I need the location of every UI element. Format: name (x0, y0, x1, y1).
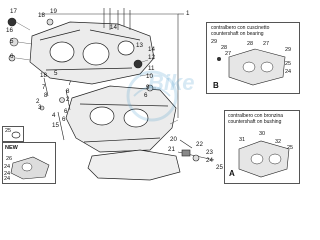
callout-18a: 18 (38, 12, 45, 19)
callout-3: 3 (38, 104, 42, 111)
inset-a-callout-31: 31 (239, 137, 246, 143)
inset-new-callout-24: 24 (4, 164, 11, 170)
inset-a-callout-30: 30 (259, 131, 266, 137)
callout-6a: 6 (10, 53, 14, 60)
drain-group (181, 149, 200, 162)
inset-b-callout-24: 24 (285, 69, 292, 75)
callout-7a: 7 (42, 84, 46, 91)
callout-24a: 24 (206, 157, 213, 164)
callout-7b: 7 (68, 80, 72, 87)
callout-10: 10 (146, 73, 153, 80)
inset-b-callout-25: 25 (285, 61, 292, 67)
seal-parts (7, 17, 154, 111)
callout-22: 22 (196, 141, 203, 148)
inset-a-countershaft-bushing: contralbero con bronzina countershaft on… (224, 110, 300, 184)
callout-17: 17 (10, 8, 17, 15)
inset-a-drawing (238, 140, 290, 178)
inset-b-title-en: countershaft on bearing (211, 31, 264, 37)
inset-a-title-en: countershaft on bushing (228, 119, 282, 125)
callout-6d: 6 (62, 116, 66, 123)
callout-21: 21 (168, 146, 175, 153)
inset-new-callout-24b: 24 (4, 171, 11, 177)
callout-9: 9 (146, 84, 150, 91)
inset-b-drawing (217, 48, 286, 86)
callout-5b: 5 (54, 70, 58, 77)
inset-b-callout-29: 29 (211, 39, 218, 45)
callout-15: 15 (52, 122, 59, 129)
oring-icon (11, 131, 21, 139)
inset-b-callout-27b: 27 (263, 41, 270, 47)
callout-8b: 8 (66, 88, 70, 95)
callout-16: 16 (6, 27, 13, 34)
inset-b-callout-28b: 28 (247, 41, 254, 47)
upper-crankcase (29, 21, 155, 85)
callout-14b: 14 (148, 46, 155, 53)
inset-b-letter: B (213, 81, 219, 90)
bottom-plate (87, 149, 181, 181)
inset-new-label: NEW (5, 145, 18, 151)
callout-2b: 2 (66, 96, 70, 103)
leader-lines (15, 21, 179, 125)
callout-20: 20 (170, 136, 177, 143)
callout-4: 4 (52, 112, 56, 119)
inset-new: NEW 26 24 24 24 (2, 142, 56, 184)
callout-8a: 8 (44, 92, 48, 99)
callout-12: 12 (148, 54, 155, 61)
callout-25: 25 (216, 164, 223, 171)
callout-2a: 2 (36, 98, 40, 105)
callout-19: 19 (50, 8, 57, 15)
inset-new-drawing (10, 156, 50, 180)
inset-b-countershaft-bearing: contralbero con cuscinetto countershaft … (206, 22, 300, 94)
watermark-text: Bike (148, 70, 195, 95)
inset-b-callout-27: 27 (225, 51, 232, 57)
lower-crankcase (65, 85, 177, 153)
callout-6b: 6 (144, 92, 148, 99)
callout-14a: 14 (110, 24, 117, 31)
inset-a-callout-25: 25 (287, 145, 294, 151)
inset-a-callout-32: 32 (275, 139, 282, 145)
callout-6c: 6 (64, 108, 68, 115)
callout-1: 1 (186, 10, 190, 17)
inset-b-title-it: contralbero con cuscinetto (211, 25, 270, 31)
inset-new-callout-26: 26 (6, 156, 13, 162)
inset-new-callout-24c: 24 (4, 176, 11, 182)
callout-13: 13 (136, 42, 143, 49)
callout-11: 11 (148, 65, 155, 72)
watermark (126, 70, 178, 122)
callout-23: 23 (206, 149, 213, 156)
callout-5a: 5 (10, 38, 14, 45)
inset-a-title-it: contralbero con bronzina (228, 113, 284, 119)
inset-a-letter: A (229, 169, 235, 178)
inset-25-label: 25 (5, 128, 12, 134)
inset-part-25: 25 (2, 126, 24, 142)
inset-b-callout-29b: 29 (285, 47, 292, 53)
callout-18b: 18 (40, 72, 47, 79)
inset-b-callout-28: 28 (221, 45, 228, 51)
crankcase-exploded-view (7, 8, 215, 181)
